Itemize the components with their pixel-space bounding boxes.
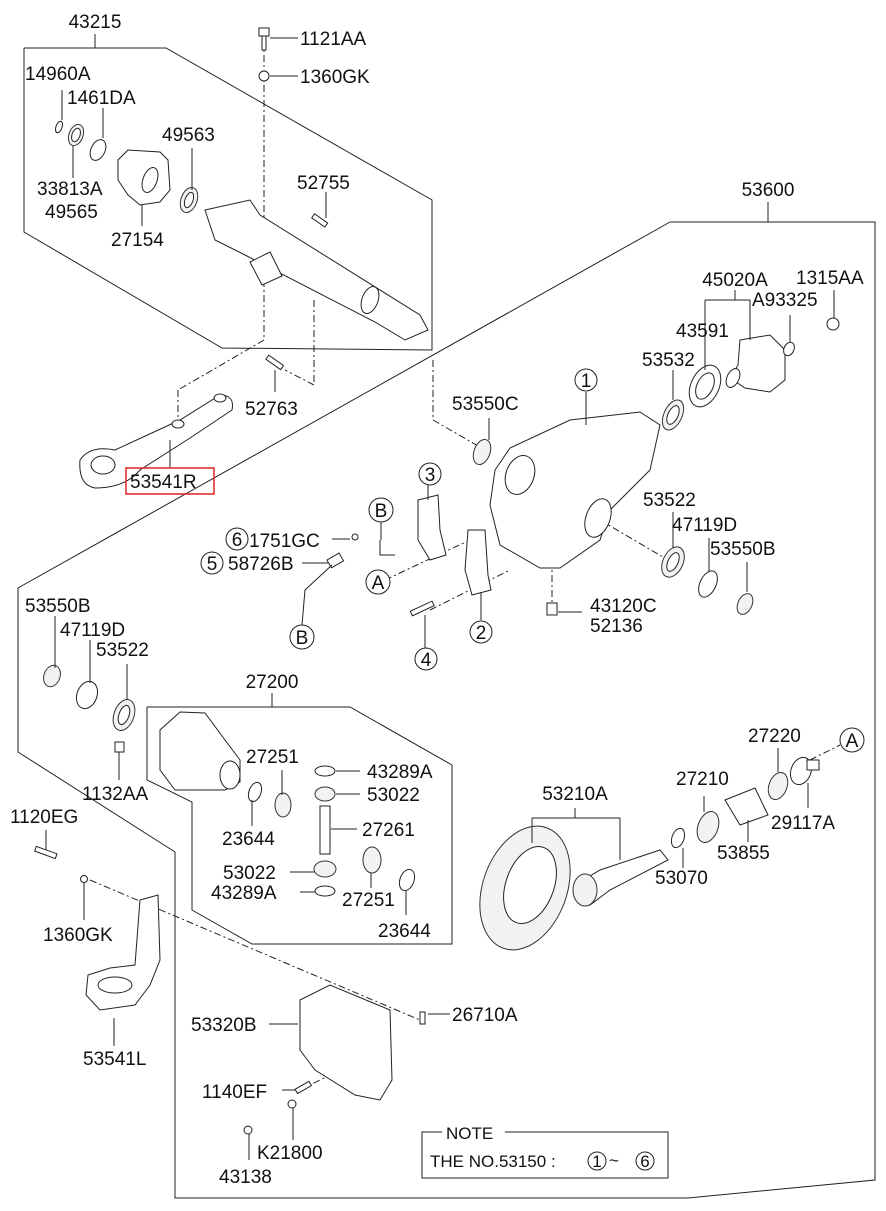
reference-a-right-text: A	[846, 731, 859, 752]
part-label-23644-right[interactable]: 23644	[378, 921, 431, 942]
callout-1-text: 1	[581, 371, 592, 392]
part-label-27154[interactable]: 27154	[111, 230, 164, 251]
reference-b-top[interactable]: B	[368, 497, 394, 523]
part-label-49563[interactable]: 49563	[162, 125, 215, 146]
note-range-end: 6	[640, 1152, 649, 1171]
part-label-53070[interactable]: 53070	[655, 868, 708, 889]
part-label-43289a-lower[interactable]: 43289A	[211, 883, 277, 904]
part-label-43591[interactable]: 43591	[676, 321, 729, 342]
part-label-52763[interactable]: 52763	[245, 399, 298, 420]
part-label-53320b[interactable]: 53320B	[191, 1015, 257, 1036]
part-label-52755[interactable]: 52755	[297, 173, 350, 194]
part-label-23644-left[interactable]: 23644	[222, 829, 275, 850]
part-label-52136[interactable]: 52136	[590, 616, 643, 637]
group-label-53210a[interactable]: 53210A	[542, 784, 608, 805]
group-frame-27200	[146, 693, 453, 945]
callout-1[interactable]: 1	[574, 368, 598, 392]
part-label-1360gk-top[interactable]: 1360GK	[300, 67, 370, 88]
part-label-43120c[interactable]: 43120C	[590, 596, 657, 617]
note-range-start: 1	[592, 1152, 601, 1171]
part-label-1140ef[interactable]: 1140EF	[202, 1082, 267, 1103]
callout-3-text: 3	[425, 465, 436, 486]
part-label-27210[interactable]: 27210	[676, 769, 729, 790]
part-label-53541r[interactable]: 53541R	[130, 472, 197, 493]
callout-6[interactable]: 6	[225, 527, 249, 551]
part-label-53550c[interactable]: 53550C	[452, 394, 519, 415]
reference-b-top-text: B	[375, 501, 388, 522]
callout-2[interactable]: 2	[469, 620, 493, 644]
callout-6-text: 6	[232, 530, 243, 551]
part-label-a93325[interactable]: A93325	[752, 290, 818, 311]
part-label-26710a[interactable]: 26710A	[452, 1005, 518, 1026]
note-range-separator: ~	[609, 1151, 619, 1170]
part-label-53855[interactable]: 53855	[717, 843, 770, 864]
callout-5[interactable]: 5	[200, 551, 224, 575]
part-label-27261[interactable]: 27261	[362, 820, 415, 841]
callout-4-text: 4	[421, 650, 432, 671]
group-label-43215[interactable]: 43215	[69, 12, 122, 33]
reference-b-bottom[interactable]: B	[289, 624, 315, 650]
part-label-53522-left[interactable]: 53522	[96, 640, 149, 661]
part-label-14960a[interactable]: 14960A	[25, 64, 91, 85]
part-label-1751gc[interactable]: 1751GC	[249, 531, 320, 552]
part-label-27251-lower[interactable]: 27251	[342, 890, 395, 911]
part-label-53550b-right[interactable]: 53550B	[710, 539, 776, 560]
part-label-47119d-right[interactable]: 47119D	[672, 515, 737, 536]
part-label-58726b[interactable]: 58726B	[228, 554, 294, 575]
part-label-1120eg[interactable]: 1120EG	[10, 807, 78, 828]
reference-a-left[interactable]: A	[365, 569, 391, 595]
part-label-k21800[interactable]: K21800	[257, 1143, 323, 1164]
reference-a-left-text: A	[372, 573, 385, 594]
part-label-1132aa[interactable]: 1132AA	[82, 784, 149, 805]
part-label-53022-lower[interactable]: 53022	[223, 863, 276, 884]
group-frame-43215	[23, 34, 433, 351]
nut-1360gk-shape	[258, 70, 270, 82]
group-frame-53600	[17, 202, 876, 1199]
part-label-29117a[interactable]: 29117A	[771, 813, 835, 834]
leader-lines	[45, 37, 835, 1160]
part-label-1315aa[interactable]: 1315AA	[796, 268, 864, 289]
group-label-45020a[interactable]: 45020A	[702, 270, 768, 291]
part-label-53541l[interactable]: 53541L	[83, 1049, 146, 1070]
highlight-box	[125, 467, 215, 495]
group-label-27200[interactable]: 27200	[246, 672, 299, 693]
note-text: THE NO.53150 :	[430, 1152, 556, 1171]
note-box: NOTE THE NO.53150 : 1 ~ 6	[421, 1124, 669, 1179]
part-label-49565[interactable]: 49565	[45, 202, 98, 223]
part-label-27251-upper[interactable]: 27251	[246, 747, 299, 768]
reference-a-right[interactable]: A	[839, 727, 865, 753]
part-label-27220[interactable]: 27220	[748, 726, 801, 747]
part-label-47119d-left[interactable]: 47119D	[60, 620, 125, 641]
part-drawings	[33, 27, 840, 1135]
highlighted-part-53541r[interactable]: 53541R	[125, 467, 215, 495]
bolt-1121aa-shape	[258, 27, 270, 51]
part-label-33813a[interactable]: 33813A	[37, 179, 103, 200]
part-label-53022-upper[interactable]: 53022	[367, 785, 420, 806]
callout-3[interactable]: 3	[418, 462, 442, 486]
group-label-53600[interactable]: 53600	[742, 180, 795, 201]
part-label-53532[interactable]: 53532	[642, 350, 695, 371]
part-label-1461da[interactable]: 1461DA	[67, 88, 136, 109]
reference-b-bottom-text: B	[296, 628, 309, 649]
callout-2-text: 2	[476, 623, 487, 644]
note-title: NOTE	[446, 1124, 493, 1143]
callout-5-text: 5	[207, 554, 218, 575]
part-label-53550b-left[interactable]: 53550B	[25, 596, 91, 617]
assembly-centerlines	[89, 40, 841, 1091]
part-label-43138[interactable]: 43138	[219, 1167, 272, 1188]
callout-4[interactable]: 4	[414, 647, 438, 671]
part-label-43289a-upper[interactable]: 43289A	[367, 762, 433, 783]
part-label-1121aa[interactable]: 1121AA	[300, 29, 367, 50]
part-label-1360gk-bottom[interactable]: 1360GK	[43, 925, 113, 946]
part-label-53522-right[interactable]: 53522	[643, 490, 696, 511]
